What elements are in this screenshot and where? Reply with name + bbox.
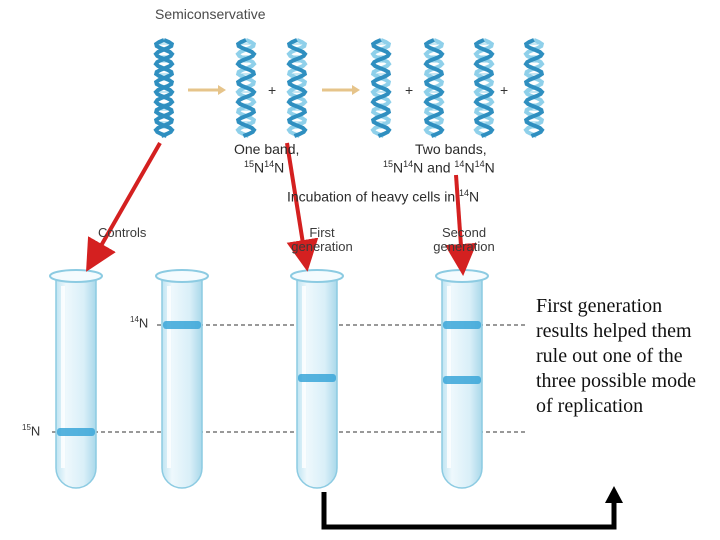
dna-helix (423, 38, 445, 138)
dna-helices (153, 38, 545, 138)
one-band-heading: One band, (234, 141, 300, 157)
light-isotope-label: 14N (130, 315, 149, 331)
dna-helix (473, 38, 495, 138)
plus-sign-3: + (500, 82, 509, 98)
one-band-isotopes: 15N14N (244, 159, 285, 176)
controls-label: Controls (98, 225, 147, 240)
test-tubes (49, 269, 489, 489)
dna-helix (286, 38, 308, 138)
diagram-title: Semiconservative (155, 6, 266, 22)
heavy-isotope-label: 15N (22, 423, 41, 439)
red-arrow-to-second-generation (444, 174, 477, 276)
test-tube (49, 269, 103, 489)
black-bracket-arrow (321, 486, 623, 530)
plus-sign-1: + (268, 82, 277, 98)
two-bands-heading: Two bands, (415, 141, 487, 157)
dna-band (298, 374, 336, 382)
process-arrow-1 (188, 85, 226, 95)
dna-helix (523, 38, 545, 138)
two-bands-label: Two bands, 15N14N and 14N14N (383, 142, 495, 176)
red-arrow-to-first-generation (285, 142, 319, 272)
dna-band (443, 376, 481, 384)
dna-helix (153, 38, 175, 138)
red-arrow-to-controls (86, 142, 162, 272)
incubation-label: Incubation of heavy cells in 14N (287, 188, 480, 205)
test-tube (155, 269, 209, 489)
explanation-note: First generation results helped them rul… (536, 295, 696, 417)
one-band-label: One band, 15N14N (234, 142, 299, 176)
test-tube (290, 269, 344, 489)
dna-band (443, 321, 481, 329)
two-bands-isotopes: 15N14N and 14N14N (383, 159, 495, 176)
dna-helix (370, 38, 392, 138)
test-tube (435, 269, 489, 489)
process-arrow-2 (322, 85, 360, 95)
dna-band (57, 428, 95, 436)
dna-helix (235, 38, 257, 138)
plus-sign-2: + (405, 82, 414, 98)
dna-band (163, 321, 201, 329)
